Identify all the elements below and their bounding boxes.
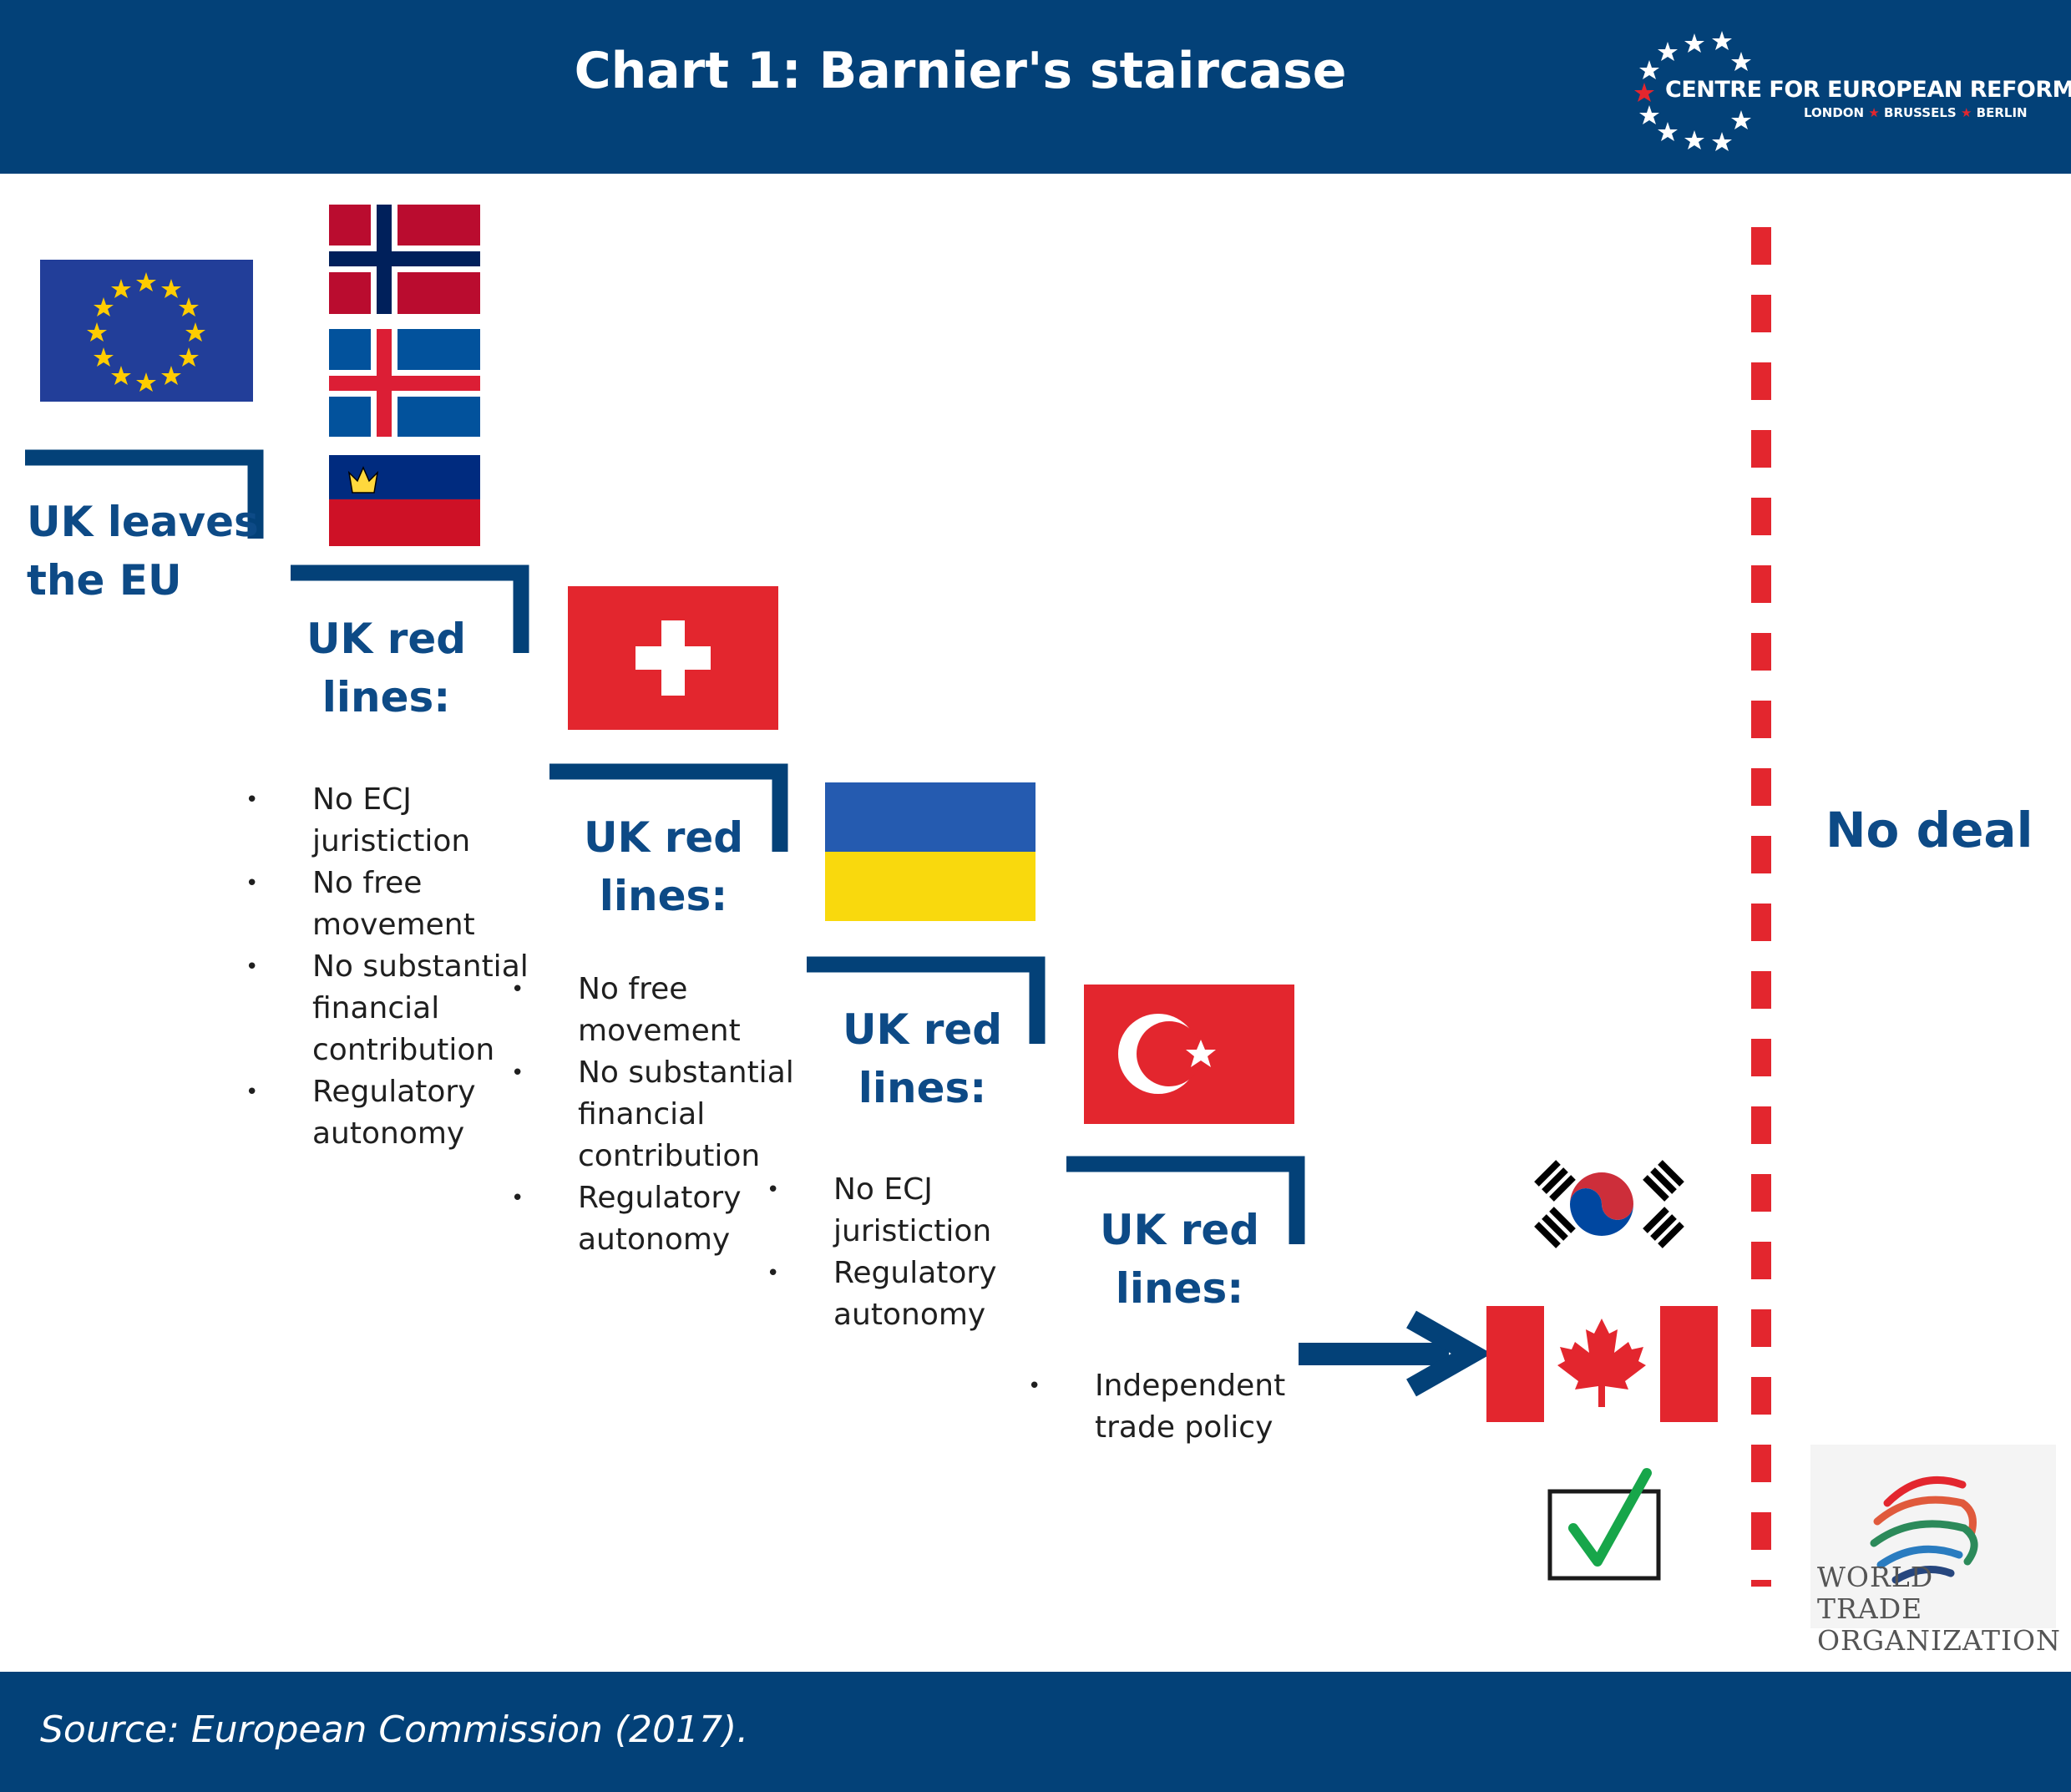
list-item: No free movement (511, 969, 794, 1052)
ukraine-flag (825, 782, 1036, 921)
south-korea-flag (1534, 1160, 1684, 1248)
list-item: No substantial financial contribution (511, 1052, 794, 1177)
heading-line: lines: (599, 872, 728, 920)
step-bracket (549, 763, 788, 852)
red-lines-list: No ECJ juristiction No free movement No … (246, 779, 529, 1155)
heading-line: UK red (583, 813, 744, 862)
trigram-icon (1534, 1160, 1684, 1248)
liechtenstein-flag (329, 455, 480, 546)
heading-line: lines: (322, 673, 451, 721)
switzerland-flag (568, 586, 778, 730)
source-note: Source: European Commission (2017). (40, 1708, 749, 1751)
heading-line: the EU (27, 556, 182, 605)
step-heading: UK red lines: (284, 610, 489, 726)
logo-city: BERLIN (1976, 105, 2028, 120)
logo-red-star-icon (1634, 83, 1654, 102)
heading-line: UK leaves (27, 498, 259, 546)
heading-line: lines: (1115, 1264, 1244, 1313)
norway-flag (329, 205, 480, 314)
logo-city: BRUSSELS (1884, 105, 1957, 120)
canada-flag (1486, 1306, 1718, 1422)
logo-stars-icon (1639, 31, 1751, 151)
heading-line: UK red (1099, 1206, 1260, 1254)
step-bracket (1066, 1156, 1305, 1244)
list-item: No free movement (246, 863, 529, 946)
list-item: No ECJ juristiction (767, 1169, 997, 1253)
logo-cities: LONDON ★ BRUSSELS ★ BERLIN (1804, 105, 2028, 120)
red-lines-list: Independent trade policy (1028, 1365, 1285, 1449)
list-item: Regulatory autonomy (511, 1177, 794, 1261)
logo-city: LONDON (1804, 105, 1865, 120)
wto-logo (1810, 1445, 2056, 1628)
step-bracket (25, 449, 264, 539)
red-lines-list: No free movement No substantial financia… (511, 969, 794, 1261)
footer-banner (0, 1672, 2071, 1792)
wto-text-line: WORLD TRADE (1817, 1561, 1934, 1625)
heading-line: lines: (858, 1064, 987, 1112)
step-heading: UK leaves the EU (27, 493, 259, 610)
logo-name: CENTRE FOR EUROPEAN REFORM (1665, 77, 2071, 103)
iceland-flag (329, 329, 480, 437)
checkmark-icon (1547, 1468, 1661, 1581)
list-item: No substantial financial contribution (246, 946, 529, 1071)
cer-logo (1634, 31, 1751, 151)
wto-text-line: ORGANIZATION (1817, 1624, 2061, 1657)
step-heading: UK red lines: (820, 1000, 1025, 1117)
red-lines-list: No ECJ juristiction Regulatory autonomy (767, 1169, 997, 1336)
page-title: Chart 1: Barnier's staircase (574, 42, 1347, 100)
turkey-flag (1084, 985, 1294, 1124)
eu-flag (40, 260, 253, 402)
list-item: No ECJ juristiction (246, 779, 529, 863)
step-bracket (807, 956, 1046, 1044)
list-item: Regulatory autonomy (246, 1071, 529, 1155)
list-item: Regulatory autonomy (767, 1253, 997, 1336)
heading-line: UK red (306, 615, 467, 663)
arrow-right-icon (1299, 1310, 1492, 1397)
list-item: Independent trade policy (1028, 1365, 1285, 1449)
step-bracket (291, 564, 529, 653)
heading-line: UK red (842, 1005, 1003, 1054)
staircase-brackets (25, 449, 1305, 1244)
step-heading: UK red lines: (1077, 1201, 1282, 1318)
step-heading: UK red lines: (561, 808, 766, 925)
wto-logo-text: WORLD TRADE ORGANIZATION (1817, 1561, 2061, 1657)
no-deal-label: No deal (1825, 802, 2033, 858)
